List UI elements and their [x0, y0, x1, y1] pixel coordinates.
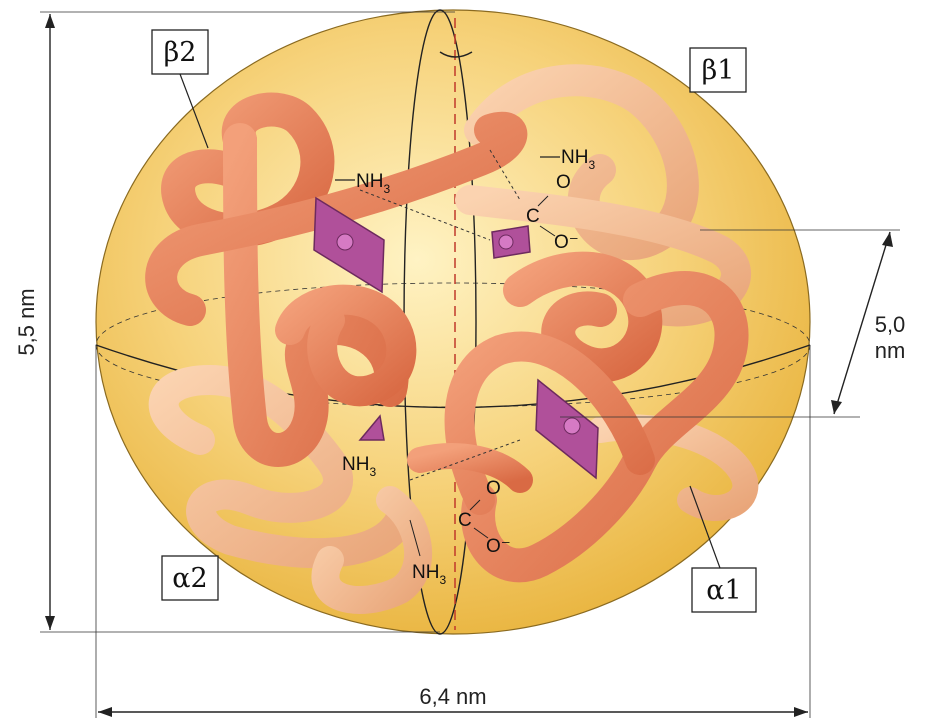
svg-text:O⁻: O⁻	[554, 232, 579, 253]
svg-text:β2: β2	[164, 37, 197, 68]
svg-text:β1: β1	[702, 55, 735, 86]
depth-label-value: 5,0	[875, 312, 906, 337]
height-label: 5,5 nm	[14, 288, 39, 355]
svg-text:O: O	[556, 172, 571, 193]
width-label: 6,4 nm	[419, 684, 486, 709]
svg-text:O: O	[486, 478, 501, 499]
svg-text:α1: α1	[706, 575, 741, 606]
label-alpha2: α2	[162, 556, 218, 600]
svg-text:C: C	[458, 510, 472, 531]
depth-label-unit: nm	[875, 338, 906, 363]
label-beta1: β1	[690, 48, 746, 92]
svg-text:O⁻: O⁻	[486, 536, 511, 557]
svg-text:C: C	[526, 206, 540, 227]
svg-text:α2: α2	[172, 563, 207, 594]
